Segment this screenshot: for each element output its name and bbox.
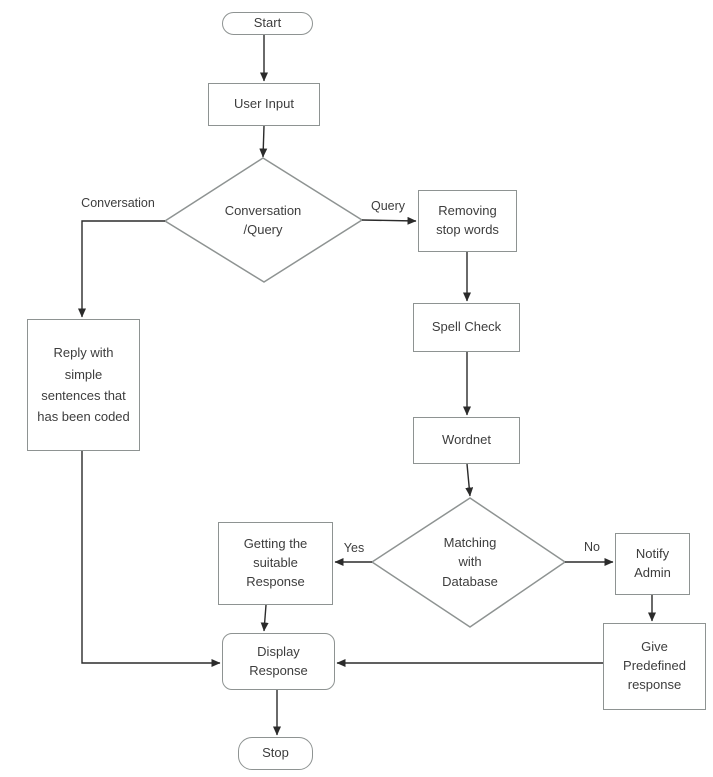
arrow-decision1-to-reply — [78, 220, 165, 318]
arrow-user-input-to-decision1 — [259, 125, 268, 158]
arrow-wordnet-to-decision2 — [465, 463, 474, 497]
node-wordnet: Wordnet — [413, 417, 520, 464]
node-reply-with-coded-sentences: Reply with simple sentences that has bee… — [27, 319, 140, 451]
node-notify-admin: Notify Admin — [615, 533, 690, 595]
arrow-getting-to-display — [260, 604, 269, 632]
node-decision-conversation-query: Conversation /Query — [224, 202, 302, 238]
node-spell-check: Spell Check — [413, 303, 520, 352]
arrow-reply-to-display — [81, 451, 221, 667]
edge-label-conversation: Conversation — [81, 196, 155, 210]
edge-label-yes: Yes — [343, 541, 365, 555]
node-removing-stop-words: Removing stop words — [418, 190, 517, 252]
node-display-response: Display Response — [222, 633, 335, 690]
edge-label-no: No — [584, 540, 600, 554]
node-decision-matching-database: Matching with Database — [442, 534, 498, 589]
edge-label-query: Query — [370, 199, 406, 213]
node-stop: Stop — [238, 737, 313, 770]
node-getting-suitable-response: Getting the suitable Response — [218, 522, 333, 605]
node-start: Start — [222, 12, 313, 35]
node-user-input: User Input — [208, 83, 320, 126]
arrow-decision1-to-removing — [361, 216, 417, 225]
node-give-predefined-response: Give Predefined response — [603, 623, 706, 710]
